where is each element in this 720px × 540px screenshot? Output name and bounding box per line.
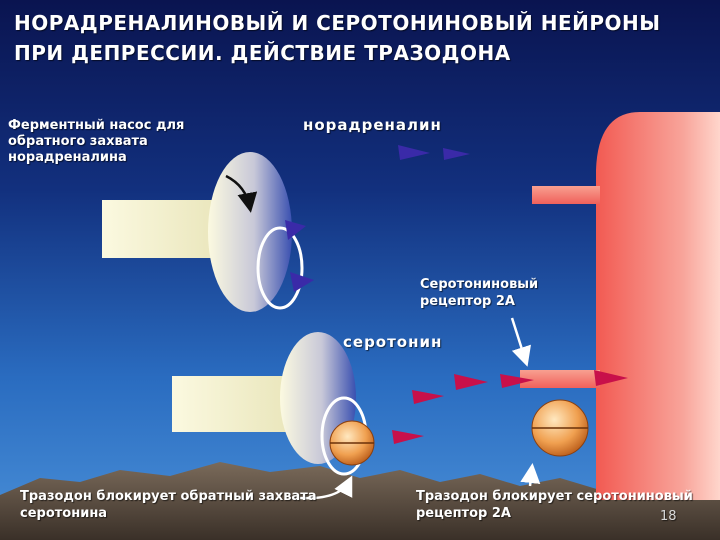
trazodone-sphere-reuptake [329, 420, 375, 466]
slide-title: НОРАДРЕНАЛИНОВЫЙ И СЕРОТОНИНОВЫЙ НЕЙРОНЫ… [14, 11, 661, 65]
reuptake-block-arrow [299, 475, 353, 500]
trazodone-sphere-receptor [531, 399, 589, 457]
receptor-pointer-arrow [510, 317, 531, 367]
serotonin-molecule [594, 370, 628, 386]
postsynaptic-neuron [596, 112, 720, 500]
trazodone-reuptake-label: Тразодон блокирует обратный захвата серо… [20, 489, 317, 521]
serotonin-molecule [454, 374, 488, 390]
serotonin-molecule [392, 430, 424, 444]
norepinephrine-molecule [398, 145, 430, 160]
norepinephrine-molecule [290, 272, 314, 292]
norepinephrine-molecule [285, 220, 306, 240]
serotonin-label: серотонин [343, 333, 443, 351]
mountain-range [0, 462, 720, 540]
norepinephrine-terminal [208, 152, 292, 312]
page-number: 18 [660, 509, 677, 524]
receptor-upper [532, 186, 600, 204]
receptor-block-arrow [520, 463, 541, 487]
receptor-2a [520, 370, 600, 388]
reuptake-pump-label: Ферментный насос для обратного захвата н… [8, 118, 185, 165]
serotonin-receptor-label: Серотониновый рецептор 2А [420, 277, 539, 309]
norepinephrine-reuptake-pump [256, 226, 304, 310]
norepinephrine-label: норадреналин [303, 116, 442, 134]
norepinephrine-molecule [443, 148, 470, 160]
pump-arrow-curve [225, 174, 258, 213]
serotonin-molecule [412, 390, 444, 404]
serotonin-molecule [500, 374, 534, 388]
trazodone-receptor-label: Тразодон блокирует серотониновый рецепто… [416, 489, 693, 521]
